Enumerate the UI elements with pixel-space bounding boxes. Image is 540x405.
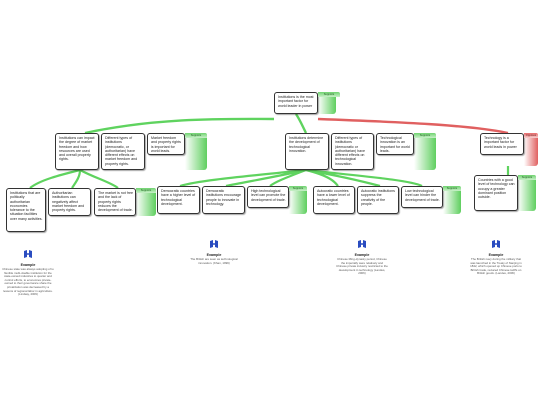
node-different-types-2[interactable]: Different types of institutions (democra… [331, 133, 374, 170]
node-inclusive[interactable]: Institutions that are politically author… [6, 188, 46, 232]
tab-countries: Supports [518, 175, 536, 180]
shade-low-tech [443, 191, 461, 214]
node-autocratic-countries-text: Autocratic countries have a lower level … [317, 189, 350, 206]
node-autocratic-inst-text: Autocratic institutions suppress the cre… [361, 189, 395, 206]
node-low-tech[interactable]: Low technological level can hinder the d… [401, 186, 443, 208]
example-label: Example [488, 253, 504, 257]
node-high-tech[interactable]: High technological level can promote the… [247, 186, 289, 208]
node-root-text: Institutions is the most important facto… [278, 95, 314, 108]
connector-left-children [29, 168, 119, 189]
tab-market-risk: Supports [136, 188, 156, 193]
tab-tech-important: Supports [414, 133, 436, 138]
tab-high-tech: Supports [289, 186, 307, 191]
connector-root-mid [295, 113, 308, 134]
shade-tech-important [414, 138, 436, 170]
node-institutions-innovation-text: Institutions determine the development o… [289, 136, 324, 153]
node-low-tech-text: Low technological level can hinder the d… [405, 189, 440, 202]
example-1[interactable]: Example Chinese state was always adoptin… [2, 245, 54, 297]
example-3[interactable]: Example Chinese Ming-dynasty period, Chi… [336, 235, 388, 276]
example-label: Example [20, 263, 36, 267]
node-institutions-growth[interactable]: Institutions can impact the degree of ma… [55, 133, 99, 170]
node-market-risk[interactable]: The market is not free and the lack of p… [94, 188, 136, 216]
node-market-freedom[interactable]: Market freedom and property rights is im… [147, 133, 185, 155]
example-icon [24, 250, 32, 258]
node-tech-important[interactable]: Technological innovation is an important… [376, 133, 414, 155]
example-label: Example [206, 253, 222, 257]
example-text: Chinese state was always adopting of to … [2, 267, 54, 297]
node-technology-text: Technology is a important factor for wor… [484, 136, 517, 149]
node-democratic-inst[interactable]: Democratic institutions encourage people… [202, 186, 245, 214]
node-tech-important-text: Technological innovation is an important… [380, 136, 410, 153]
node-root[interactable]: Institutions is the most important facto… [274, 92, 318, 114]
example-text: Chinese Ming-dynasty period, Chinese the… [336, 257, 388, 276]
example-text: The British are seen as technological in… [190, 257, 238, 265]
node-different-types[interactable]: Different types of institutions (democra… [101, 133, 145, 170]
node-market-risk-text: The market is not free and the lack of p… [98, 191, 133, 213]
node-countries[interactable]: Countries with a good level of technolog… [474, 175, 518, 211]
example-icon [358, 240, 366, 248]
shade-technology [524, 138, 538, 166]
shade-high-tech [289, 191, 307, 214]
example-2[interactable]: Example The British are seen as technolo… [188, 235, 240, 265]
node-high-tech-text: High technological level can promote the… [251, 189, 286, 202]
node-different-types-2-text: Different types of institutions (democra… [335, 136, 365, 166]
tab-root: Supports [318, 92, 340, 97]
node-autocratic-inst[interactable]: Autocratic institutions suppress the cre… [357, 186, 399, 214]
node-authoritarian[interactable]: Authoritarian institutions can negativel… [48, 188, 91, 216]
connector-mid-children [179, 168, 423, 188]
node-autocratic-countries[interactable]: Autocratic countries have a lower level … [313, 186, 355, 214]
shade-root [318, 97, 336, 114]
example-label: Example [354, 253, 370, 257]
example-icon [492, 240, 500, 248]
tab-technology: Opposes [524, 133, 538, 138]
connector-root-right [317, 117, 509, 135]
node-technology[interactable]: Technology is a important factor for wor… [480, 133, 524, 155]
node-democratic[interactable]: Democratic countries have a higher level… [157, 186, 200, 214]
node-market-freedom-text: Market freedom and property rights is im… [151, 136, 181, 153]
node-institutions-innovation[interactable]: Institutions determine the development o… [285, 133, 329, 170]
tab-low-tech: Supports [443, 186, 461, 191]
example-4[interactable]: Example The British navy during the mili… [470, 235, 522, 276]
shade-market-risk [136, 193, 156, 216]
shade-countries [518, 180, 536, 211]
connector-root-left [84, 117, 275, 135]
node-countries-text: Countries with a good level of technolog… [478, 178, 515, 200]
node-different-types-text: Different types of institutions (democra… [105, 136, 138, 166]
node-institutions-growth-text: Institutions can impact the degree of ma… [59, 136, 95, 162]
example-text: The British navy during the military tha… [470, 257, 522, 276]
node-inclusive-text: Institutions that are politically author… [10, 191, 43, 221]
node-democratic-inst-text: Democratic institutions encourage people… [206, 189, 241, 206]
example-icon [210, 240, 218, 248]
tab-market-freedom: Supports [185, 133, 207, 138]
shade-market-freedom [185, 138, 207, 170]
node-authoritarian-text: Authoritarian institutions can negativel… [52, 191, 85, 213]
node-democratic-text: Democratic countries have a higher level… [161, 189, 196, 206]
